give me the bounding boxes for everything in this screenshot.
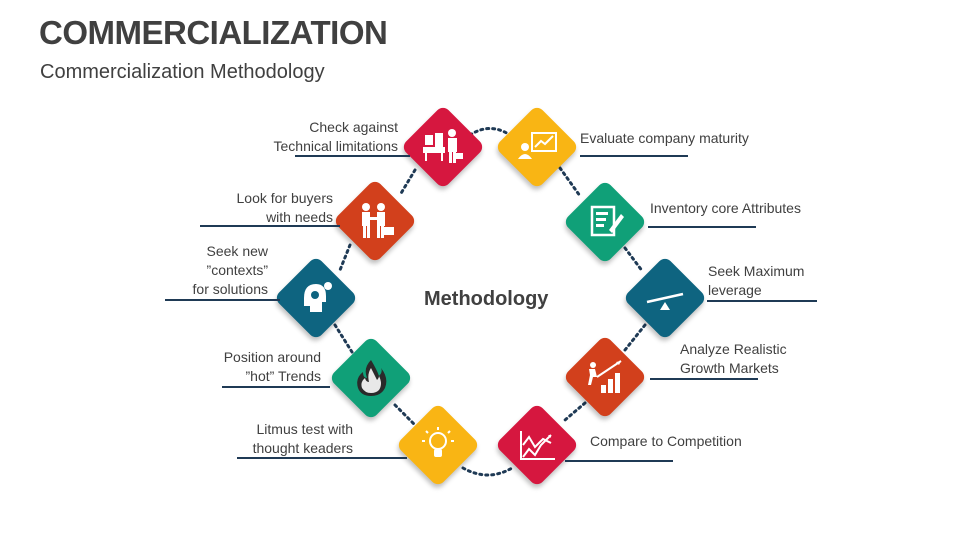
label-line: ”contexts” [206,262,268,278]
label-line: Seek new [206,243,268,259]
label-line: Technical limitations [273,138,399,154]
label-line: ”hot” Trends [245,368,321,384]
engineer-machine-icon [423,129,463,163]
label-line: Seek Maximum [708,263,805,279]
growth-runner-icon [588,360,622,393]
step-technical-underline [295,155,410,157]
label-line: Position around [223,349,321,365]
page-subtitle: Commercialization Methodology [40,61,325,83]
step-buyers-label: Look for buyers with needs [200,189,334,227]
seesaw-lever-icon [646,292,684,310]
label-line: Check against [309,119,398,135]
lightbulb-icon [422,427,454,457]
step-contexts-label: Seek new ”contexts” for solutions [160,242,268,299]
label-line: Evaluate company maturity [580,130,749,146]
label-line: thought keaders [252,440,353,456]
step-maturity-label: Evaluate company maturity [580,129,800,148]
step-growth-underline [650,378,758,380]
head-gear-icon [304,282,332,312]
center-label: Methodology [424,288,549,310]
label-line: Compare to Competition [590,433,742,449]
step-leverage-underline [707,300,817,302]
step-contexts-underline [165,299,280,301]
step-litmus-underline [237,457,407,459]
label-line: Look for buyers [236,190,334,206]
handshake-briefcase-icon [362,203,394,238]
step-trends-underline [222,386,330,388]
step-trends-label: Position around ”hot” Trends [200,348,321,386]
step-buyers-underline [200,225,340,227]
page-title: COMMERCIALIZATION [39,14,388,51]
step-competition-underline [565,460,673,462]
label-line: with needs [266,209,333,225]
step-inventory-underline [648,226,756,228]
presenter-chart-icon [518,132,557,159]
step-leverage-label: Seek Maximum leverage [708,262,868,300]
label-line: leverage [708,282,762,298]
step-maturity-underline [580,155,688,157]
label-line: Litmus test with [256,421,353,437]
label-line: Growth Markets [680,360,779,376]
step-litmus-label: Litmus test with thought keaders [220,420,353,458]
step-inventory-label: Inventory core Attributes [650,199,870,218]
label-line: for solutions [192,281,268,297]
label-line: Inventory core Attributes [650,200,801,216]
label-line: Analyze Realistic [680,341,787,357]
flame-icon [357,360,387,396]
line-chart-icon [520,431,555,460]
step-technical-label: Check against Technical limitations [230,118,399,156]
document-pen-icon [590,205,624,237]
step-competition-label: Compare to Competition [590,432,810,451]
step-growth-label: Analyze Realistic Growth Markets [680,340,840,378]
